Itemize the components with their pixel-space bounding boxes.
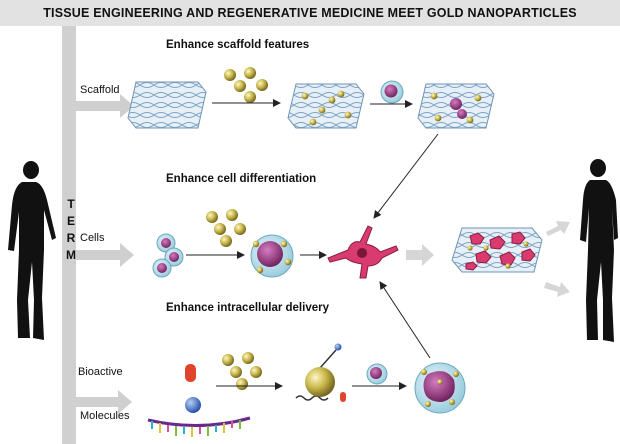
- cell-after-uptake-icon: [414, 362, 466, 414]
- input-label-cells: Cells: [80, 232, 105, 244]
- nucleic-acid-icon: [147, 416, 251, 437]
- functionalized-nanoparticle-icon: [295, 343, 346, 402]
- stem-cell-cluster-icon: [152, 233, 184, 278]
- term-letter: R: [66, 231, 76, 245]
- term-letter: M: [66, 248, 76, 262]
- term-letter: T: [67, 197, 75, 211]
- term-letter: E: [66, 214, 75, 228]
- small-cell-icon: [366, 363, 388, 385]
- diagram-title: TISSUE ENGINEERING AND REGENERATIVE MEDI…: [43, 6, 577, 20]
- input-label-scaffold: Scaffold: [80, 84, 120, 96]
- input-label-molecules: Molecules: [80, 410, 130, 422]
- bioactive-molecule-icon: [185, 364, 196, 382]
- protein-sphere-icon: [185, 397, 201, 413]
- differentiated-cell-icon: [327, 225, 399, 279]
- gold-nanoparticles-icon: [206, 209, 246, 247]
- person-before-icon: [8, 161, 56, 340]
- scaffold-plain: [127, 81, 207, 129]
- heading-cells: Enhance cell differentiation: [166, 173, 317, 185]
- input-label-bioactive: Bioactive: [78, 366, 123, 378]
- gold-nanoparticles-icon: [222, 352, 262, 390]
- scaffold-with-nanoparticles: [287, 83, 365, 129]
- flow-arrows: [186, 99, 439, 390]
- person-after-icon: [580, 159, 618, 342]
- scaffold-with-cells: [417, 83, 495, 129]
- term-bar: [62, 26, 76, 444]
- title-bar: TISSUE ENGINEERING AND REGENERATIVE MEDI…: [0, 0, 620, 26]
- term-acronym: T E R M: [66, 196, 76, 264]
- gold-nanoparticles-icon: [224, 67, 268, 103]
- cell-with-nanoparticles-icon: [250, 234, 294, 278]
- bioactive-input-arrow: [76, 390, 132, 414]
- heading-delivery: Enhance intracellular delivery: [166, 302, 329, 314]
- scaffold-input-arrow: [76, 94, 134, 118]
- engineered-tissue-icon: [451, 227, 543, 273]
- gray-output-arrow: [406, 221, 570, 297]
- cells-input-arrow: [76, 243, 134, 267]
- heading-scaffold: Enhance scaffold features: [166, 39, 310, 51]
- stem-cell-icon: [380, 80, 404, 104]
